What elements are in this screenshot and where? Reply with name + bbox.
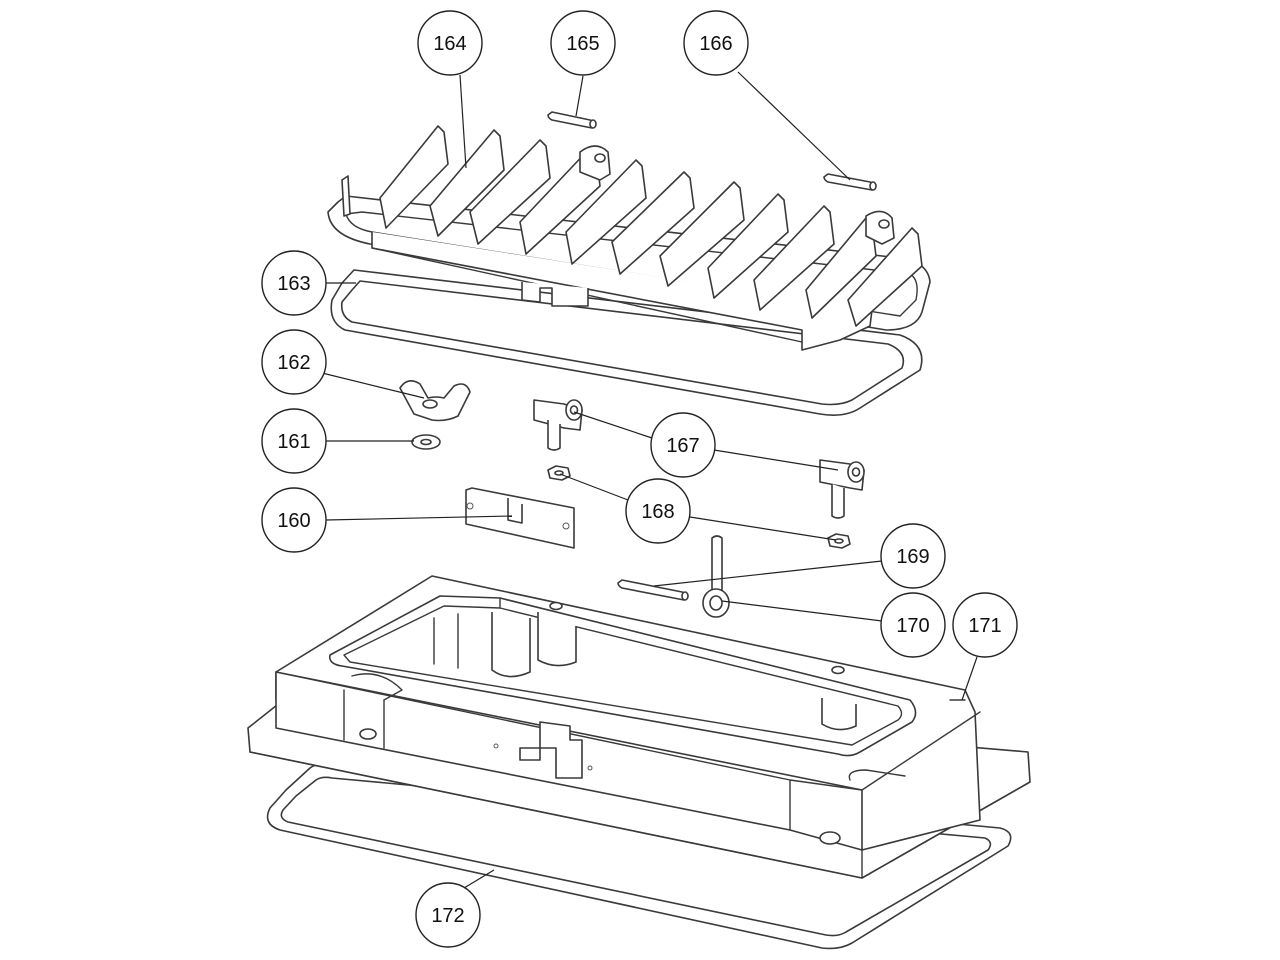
part-160-latch-plate (465, 487, 575, 549)
callout-169-label: 169 (896, 546, 929, 568)
callout-163-label: 163 (277, 273, 310, 295)
part-165-pin (547, 111, 597, 129)
callout-164: 164 (417, 10, 483, 76)
part-171-housing-base (247, 575, 1031, 879)
callout-160-label: 160 (277, 510, 310, 532)
leader-167b (713, 449, 839, 471)
callout-167-label: 167 (666, 435, 699, 457)
part-162-wing-nut (399, 380, 471, 422)
callout-166-label: 166 (699, 33, 732, 55)
callout-172: 172 (415, 882, 481, 948)
part-170-eye-bolt (702, 535, 730, 618)
leader-162 (317, 371, 425, 399)
part-168-hex-nut (547, 465, 571, 481)
leader-lines (317, 71, 978, 889)
callout-160: 160 (261, 487, 327, 553)
leader-164 (459, 74, 467, 169)
leader-169 (653, 560, 883, 587)
part-168-hex-nut (827, 533, 851, 549)
callout-161: 161 (261, 408, 327, 474)
callout-161-label: 161 (277, 431, 310, 453)
callout-163: 163 (261, 250, 327, 316)
callout-162-label: 162 (277, 352, 310, 374)
leader-171 (961, 656, 978, 701)
leader-168b (689, 516, 837, 541)
part-161-washer (411, 434, 441, 450)
callout-171-label: 171 (968, 615, 1001, 637)
part-169-pin (617, 579, 689, 601)
callout-171: 171 (952, 592, 1018, 658)
part-167-post (533, 399, 583, 451)
callout-162: 162 (261, 329, 327, 395)
callout-170: 170 (880, 592, 946, 658)
callout-165-label: 165 (566, 33, 599, 55)
callout-167: 167 (650, 412, 716, 478)
leader-170 (721, 600, 883, 622)
part-166-pin (823, 173, 877, 191)
callout-168: 168 (625, 478, 691, 544)
part-167-post (819, 459, 865, 519)
callout-168-label: 168 (641, 501, 674, 523)
callout-165: 165 (550, 10, 616, 76)
leader-172 (463, 869, 495, 889)
callout-169: 169 (880, 523, 946, 589)
callout-172-label: 172 (431, 905, 464, 927)
leader-165 (575, 75, 584, 117)
leader-168a (559, 473, 629, 501)
callout-164-label: 164 (433, 33, 466, 55)
callout-166: 166 (683, 10, 749, 76)
leader-167a (573, 411, 653, 439)
part-164-grille-cover (327, 125, 931, 351)
part-163-top-gasket (330, 269, 923, 416)
leader-160 (325, 515, 513, 521)
leader-166 (737, 71, 851, 181)
callout-170-label: 170 (896, 615, 929, 637)
